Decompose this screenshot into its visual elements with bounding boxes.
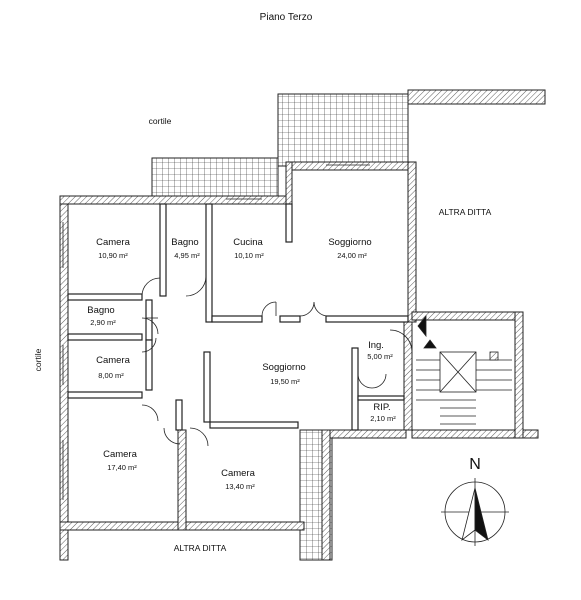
north-label: N	[469, 456, 481, 473]
room-ingresso-name: Ing.	[368, 340, 384, 351]
room-bagno-2-area: 2,90 m²	[90, 318, 116, 327]
room-cucina-area: 10,10 m²	[234, 251, 264, 260]
door-swings	[141, 275, 413, 447]
room-ripostiglio-name: RIP.	[373, 402, 390, 413]
label-altra-ditta-bottom: ALTRA DITTA	[174, 543, 227, 553]
room-bagno-1-area: 4,95 m²	[174, 251, 200, 260]
room-cucina-name: Cucina	[233, 237, 263, 248]
label-cortile-top: cortile	[149, 116, 172, 126]
terraces	[151, 89, 546, 561]
room-soggiorno-2-name: Soggiorno	[262, 362, 305, 373]
label-cortile-left: cortile	[33, 348, 43, 371]
room-camera-2-area: 8,00 m²	[98, 371, 124, 380]
room-ingresso-area: 5,00 m²	[367, 352, 393, 361]
room-soggiorno-1-area: 24,00 m²	[337, 251, 367, 260]
room-soggiorno-1-name: Soggiorno	[328, 237, 371, 248]
room-bagno-2-name: Bagno	[87, 305, 114, 316]
terrace-top	[277, 93, 409, 167]
interior-walls	[67, 203, 409, 431]
room-bagno-1-name: Bagno	[171, 237, 198, 248]
terrace-left	[151, 157, 279, 197]
room-ripostiglio-area: 2,10 m²	[370, 414, 396, 423]
room-camera-1-area: 10,90 m²	[98, 251, 128, 260]
room-camera-4-name: Camera	[221, 468, 256, 479]
plan-title: Piano Terzo	[260, 12, 313, 23]
room-camera-2-name: Camera	[96, 355, 131, 366]
stairwell	[416, 314, 512, 425]
room-soggiorno-2-area: 19,50 m²	[270, 377, 300, 386]
room-camera-3-name: Camera	[103, 449, 138, 460]
windows	[59, 161, 370, 500]
room-camera-1-name: Camera	[96, 237, 131, 248]
room-camera-3-area: 17,40 m²	[107, 463, 137, 472]
room-camera-4-area: 13,40 m²	[225, 482, 255, 491]
room-labels: Camera 10,90 m² Bagno 4,95 m² Cucina 10,…	[87, 237, 396, 491]
outer-walls	[59, 161, 539, 561]
label-altra-ditta-right: ALTRA DITTA	[439, 207, 492, 217]
north-arrow: N	[441, 456, 509, 546]
roof-strip	[407, 89, 546, 105]
